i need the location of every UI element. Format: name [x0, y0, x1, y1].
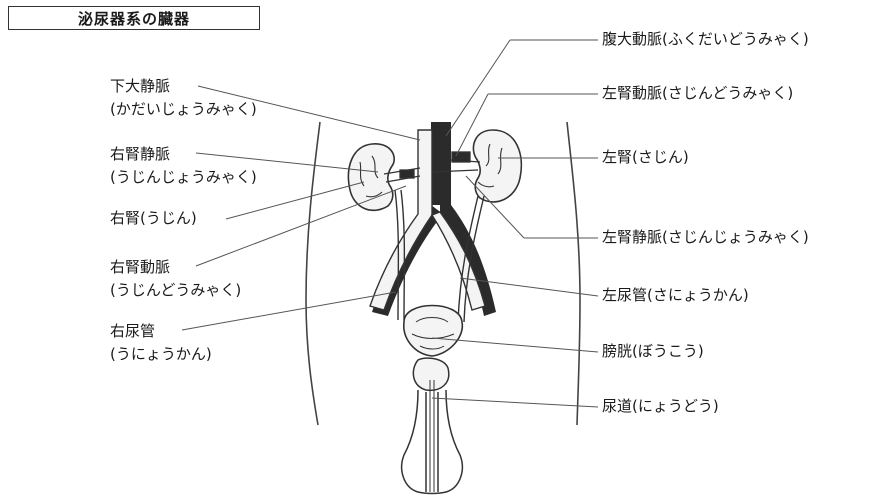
leader-right-ureter — [181, 291, 397, 331]
bladder — [403, 304, 464, 357]
diagram-title: 泌尿器系の臓器 — [8, 6, 260, 30]
prostate — [412, 357, 450, 392]
label-right-ureter-reading: (うにょうかん) — [110, 345, 212, 363]
label-right-renal-artery-reading: (うじんどうみゃく) — [110, 281, 242, 299]
right-kidney — [347, 143, 396, 212]
label-right-kidney: 右腎(うじん) — [110, 209, 197, 227]
leader-urethra — [431, 397, 599, 408]
label-right-renal-vein-name: 右腎静脈 — [110, 145, 171, 163]
label-left-renal-vein: 左腎静脈(さじんじょうみゃく) — [602, 228, 809, 246]
leader-right-renal-artery — [195, 185, 407, 267]
label-ivc-reading: (かだいじょうみゃく) — [110, 100, 257, 118]
label-urethra: 尿道(にょうどう) — [602, 397, 719, 415]
label-left-ureter: 左尿管(さにょうかん) — [602, 286, 749, 304]
leader-ivc — [197, 85, 421, 141]
left-kidney — [472, 129, 523, 203]
leader-left-renal-vein — [465, 175, 525, 239]
label-aorta: 腹大動脈(ふくだいどうみゃく) — [602, 30, 809, 48]
renal-vessels — [383, 151, 481, 183]
label-left-renal-artery: 左腎動脈(さじんどうみゃく) — [602, 84, 794, 102]
label-right-renal-artery: 右腎動脈 (うじんどうみゃく) — [110, 258, 241, 300]
label-right-renal-vein: 右腎静脈 (うじんじょうみゃく) — [110, 145, 257, 187]
leader-bladder — [431, 337, 599, 353]
label-ivc: 下大静脈 (かだいじょうみゃく) — [110, 77, 257, 119]
leader-right-kidney — [225, 181, 365, 220]
penis-urethra — [400, 380, 464, 495]
label-right-renal-artery-name: 右腎動脈 — [110, 258, 171, 276]
leader-left-renal-artery — [455, 93, 489, 157]
label-bladder: 膀胱(ぼうこう) — [602, 342, 704, 360]
leader-lines — [181, 39, 599, 408]
leader-right-renal-vein — [195, 152, 379, 173]
label-right-ureter-name: 右尿管 — [110, 322, 156, 340]
label-left-kidney: 左腎(さじん) — [602, 148, 689, 166]
body-outline — [305, 121, 581, 426]
label-right-ureter: 右尿管 (うにょうかん) — [110, 322, 212, 364]
label-right-renal-vein-reading: (うじんじょうみゃく) — [110, 168, 257, 186]
leader-aorta — [445, 39, 511, 137]
label-ivc-name: 下大静脈 — [110, 77, 171, 95]
leader-left-ureter — [459, 277, 599, 297]
ureters — [394, 189, 485, 323]
